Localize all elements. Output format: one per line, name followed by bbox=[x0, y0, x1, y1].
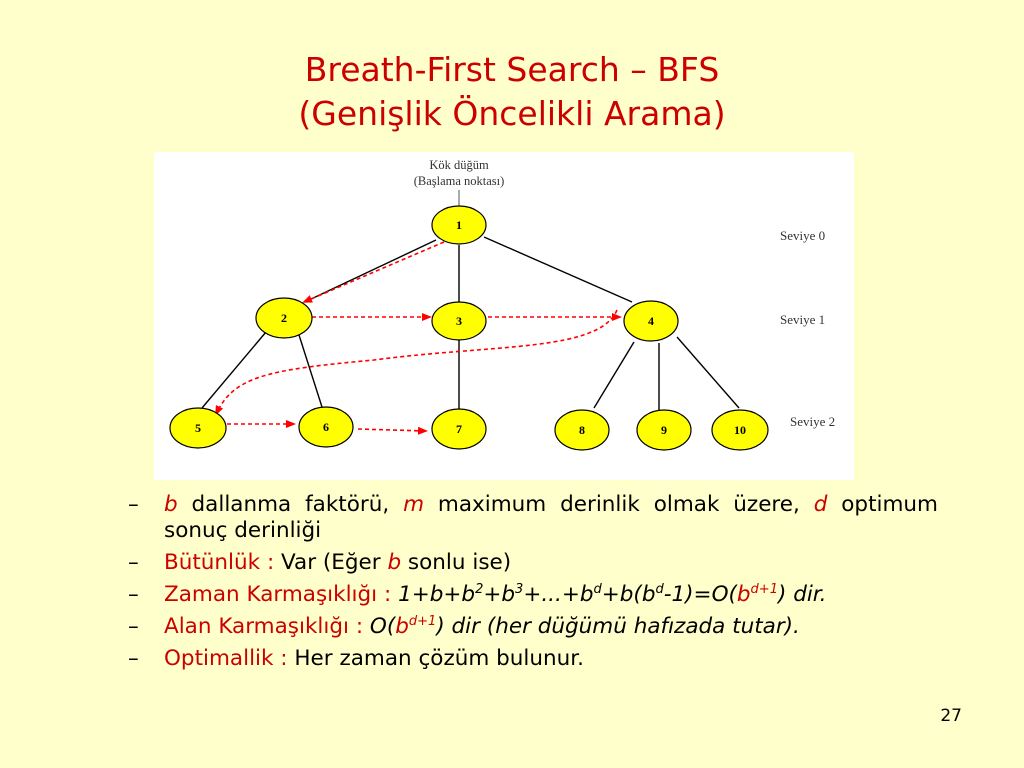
bfs-tree-diagram: Kök düğüm (Başlama noktası) bbox=[154, 152, 854, 480]
edge-4-8 bbox=[593, 341, 635, 409]
node-8: 8 bbox=[554, 409, 610, 451]
root-label-line-1: Kök düğüm bbox=[429, 158, 489, 172]
formula-sup: d+1 bbox=[408, 613, 437, 629]
node-7-label: 7 bbox=[456, 422, 462, 436]
bullet-time-complexity: – Zaman Karmaşıklığı : 1+b+b2+b3+...+bd+… bbox=[128, 582, 938, 608]
space-complexity-formula: O(bd+1) dir (her düğümü hafızada tutar). bbox=[363, 614, 800, 639]
level-label-1: Seviye 1 bbox=[780, 312, 825, 327]
formula-part: +...+b bbox=[523, 582, 594, 607]
text: maximum derinlik olmak üzere, bbox=[424, 492, 814, 517]
edge-4-10 bbox=[676, 336, 740, 409]
var-b: b bbox=[387, 550, 402, 575]
bullet-dash: – bbox=[128, 550, 139, 575]
bullet-dash: – bbox=[128, 492, 139, 517]
node-8-label: 8 bbox=[579, 423, 585, 437]
formula-part: +b(b bbox=[601, 582, 656, 607]
node-1: 1 bbox=[431, 205, 487, 245]
optimality-label: Optimallik : bbox=[164, 646, 288, 671]
arrow-4-to-5 bbox=[215, 309, 618, 416]
completeness-label: Bütünlük : bbox=[164, 550, 275, 575]
var-m: m bbox=[403, 492, 425, 517]
bullet-dash: – bbox=[128, 614, 139, 639]
level-labels: Seviye 0 Seviye 1 Seviye 2 bbox=[780, 228, 835, 429]
node-5-label: 5 bbox=[195, 421, 201, 435]
node-9-label: 9 bbox=[661, 423, 667, 437]
formula-part: 1+b+b bbox=[391, 582, 476, 607]
bullet-list: – b dallanma faktörü, m maximum derinlik… bbox=[128, 492, 938, 678]
bullet-space-complexity: – Alan Karmaşıklığı : O(bd+1) dir (her d… bbox=[128, 614, 938, 640]
var-b: b bbox=[164, 492, 178, 517]
node-9: 9 bbox=[636, 409, 692, 451]
formula-sup: d bbox=[593, 581, 602, 597]
root-label-line-2: (Başlama noktası) bbox=[414, 174, 505, 188]
formula-part: ) dir (her düğümü hafızada tutar). bbox=[436, 614, 800, 639]
bullet-dash: – bbox=[128, 646, 139, 671]
formula-sup: 3 bbox=[515, 581, 524, 597]
edge-1-4 bbox=[483, 236, 633, 303]
formula-sup: d bbox=[655, 581, 664, 597]
node-10: 10 bbox=[711, 409, 769, 451]
edge-2-6 bbox=[298, 334, 323, 408]
text: optimum sonuç derinliği bbox=[164, 492, 938, 543]
node-6: 6 bbox=[298, 406, 354, 448]
text: sonlu ise) bbox=[401, 550, 512, 575]
bullet-dash: – bbox=[128, 582, 139, 607]
time-complexity-label: Zaman Karmaşıklığı : bbox=[164, 582, 392, 607]
formula-sup: 2 bbox=[475, 581, 484, 597]
time-complexity-formula: 1+b+b2+b3+...+bd+b(bd-1)=O(bd+1) dir. bbox=[391, 582, 826, 607]
bullet-completeness: – Bütünlük : Var (Eğer b sonlu ise) bbox=[128, 550, 938, 576]
text: Her zaman çözüm bulunur. bbox=[287, 646, 584, 671]
tree-svg: Kök düğüm (Başlama noktası) bbox=[169, 158, 835, 451]
bullet-branching: – b dallanma faktörü, m maximum derinlik… bbox=[128, 492, 938, 544]
title-line-1: Breath-First Search – BFS bbox=[304, 50, 720, 89]
formula-part: -1)=O( bbox=[663, 582, 737, 607]
arrow-1-to-2 bbox=[302, 241, 445, 303]
node-4-label: 4 bbox=[648, 314, 654, 328]
node-10-label: 10 bbox=[734, 423, 746, 437]
search-order-arrows bbox=[215, 241, 622, 435]
node-5: 5 bbox=[169, 407, 227, 449]
node-3-label: 3 bbox=[456, 314, 462, 328]
node-2: 2 bbox=[255, 297, 313, 339]
text: dallanma faktörü, bbox=[177, 492, 404, 517]
edge-2-5 bbox=[201, 331, 267, 409]
slide-title: Breath-First Search – BFS (Genişlik Önce… bbox=[0, 48, 1024, 136]
text: Var (Eğer bbox=[274, 550, 388, 575]
node-1-label: 1 bbox=[456, 218, 462, 232]
var-d: d bbox=[813, 492, 828, 517]
page-number: 27 bbox=[940, 706, 962, 726]
formula-sup: d+1 bbox=[750, 581, 778, 597]
var-b: b bbox=[736, 582, 751, 607]
node-2-label: 2 bbox=[281, 311, 287, 325]
level-label-2: Seviye 2 bbox=[790, 414, 835, 429]
formula-part: +b bbox=[483, 582, 516, 607]
title-line-2: (Genişlik Öncelikli Arama) bbox=[298, 94, 726, 133]
formula-part: O( bbox=[363, 614, 396, 639]
level-label-0: Seviye 0 bbox=[780, 228, 825, 243]
node-4: 4 bbox=[623, 300, 679, 342]
tree-edges bbox=[201, 236, 740, 410]
arrow-6-to-7 bbox=[357, 426, 428, 435]
var-b: b bbox=[395, 614, 409, 639]
node-3: 3 bbox=[431, 301, 487, 341]
edge-1-2 bbox=[308, 239, 437, 301]
bullet-optimality: – Optimallik : Her zaman çözüm bulunur. bbox=[128, 646, 938, 672]
formula-part: ) dir. bbox=[777, 582, 827, 607]
node-7: 7 bbox=[431, 408, 487, 450]
tree-nodes: 1 2 3 4 5 6 7 bbox=[169, 205, 769, 451]
node-6-label: 6 bbox=[323, 420, 329, 434]
space-complexity-label: Alan Karmaşıklığı : bbox=[164, 614, 364, 639]
